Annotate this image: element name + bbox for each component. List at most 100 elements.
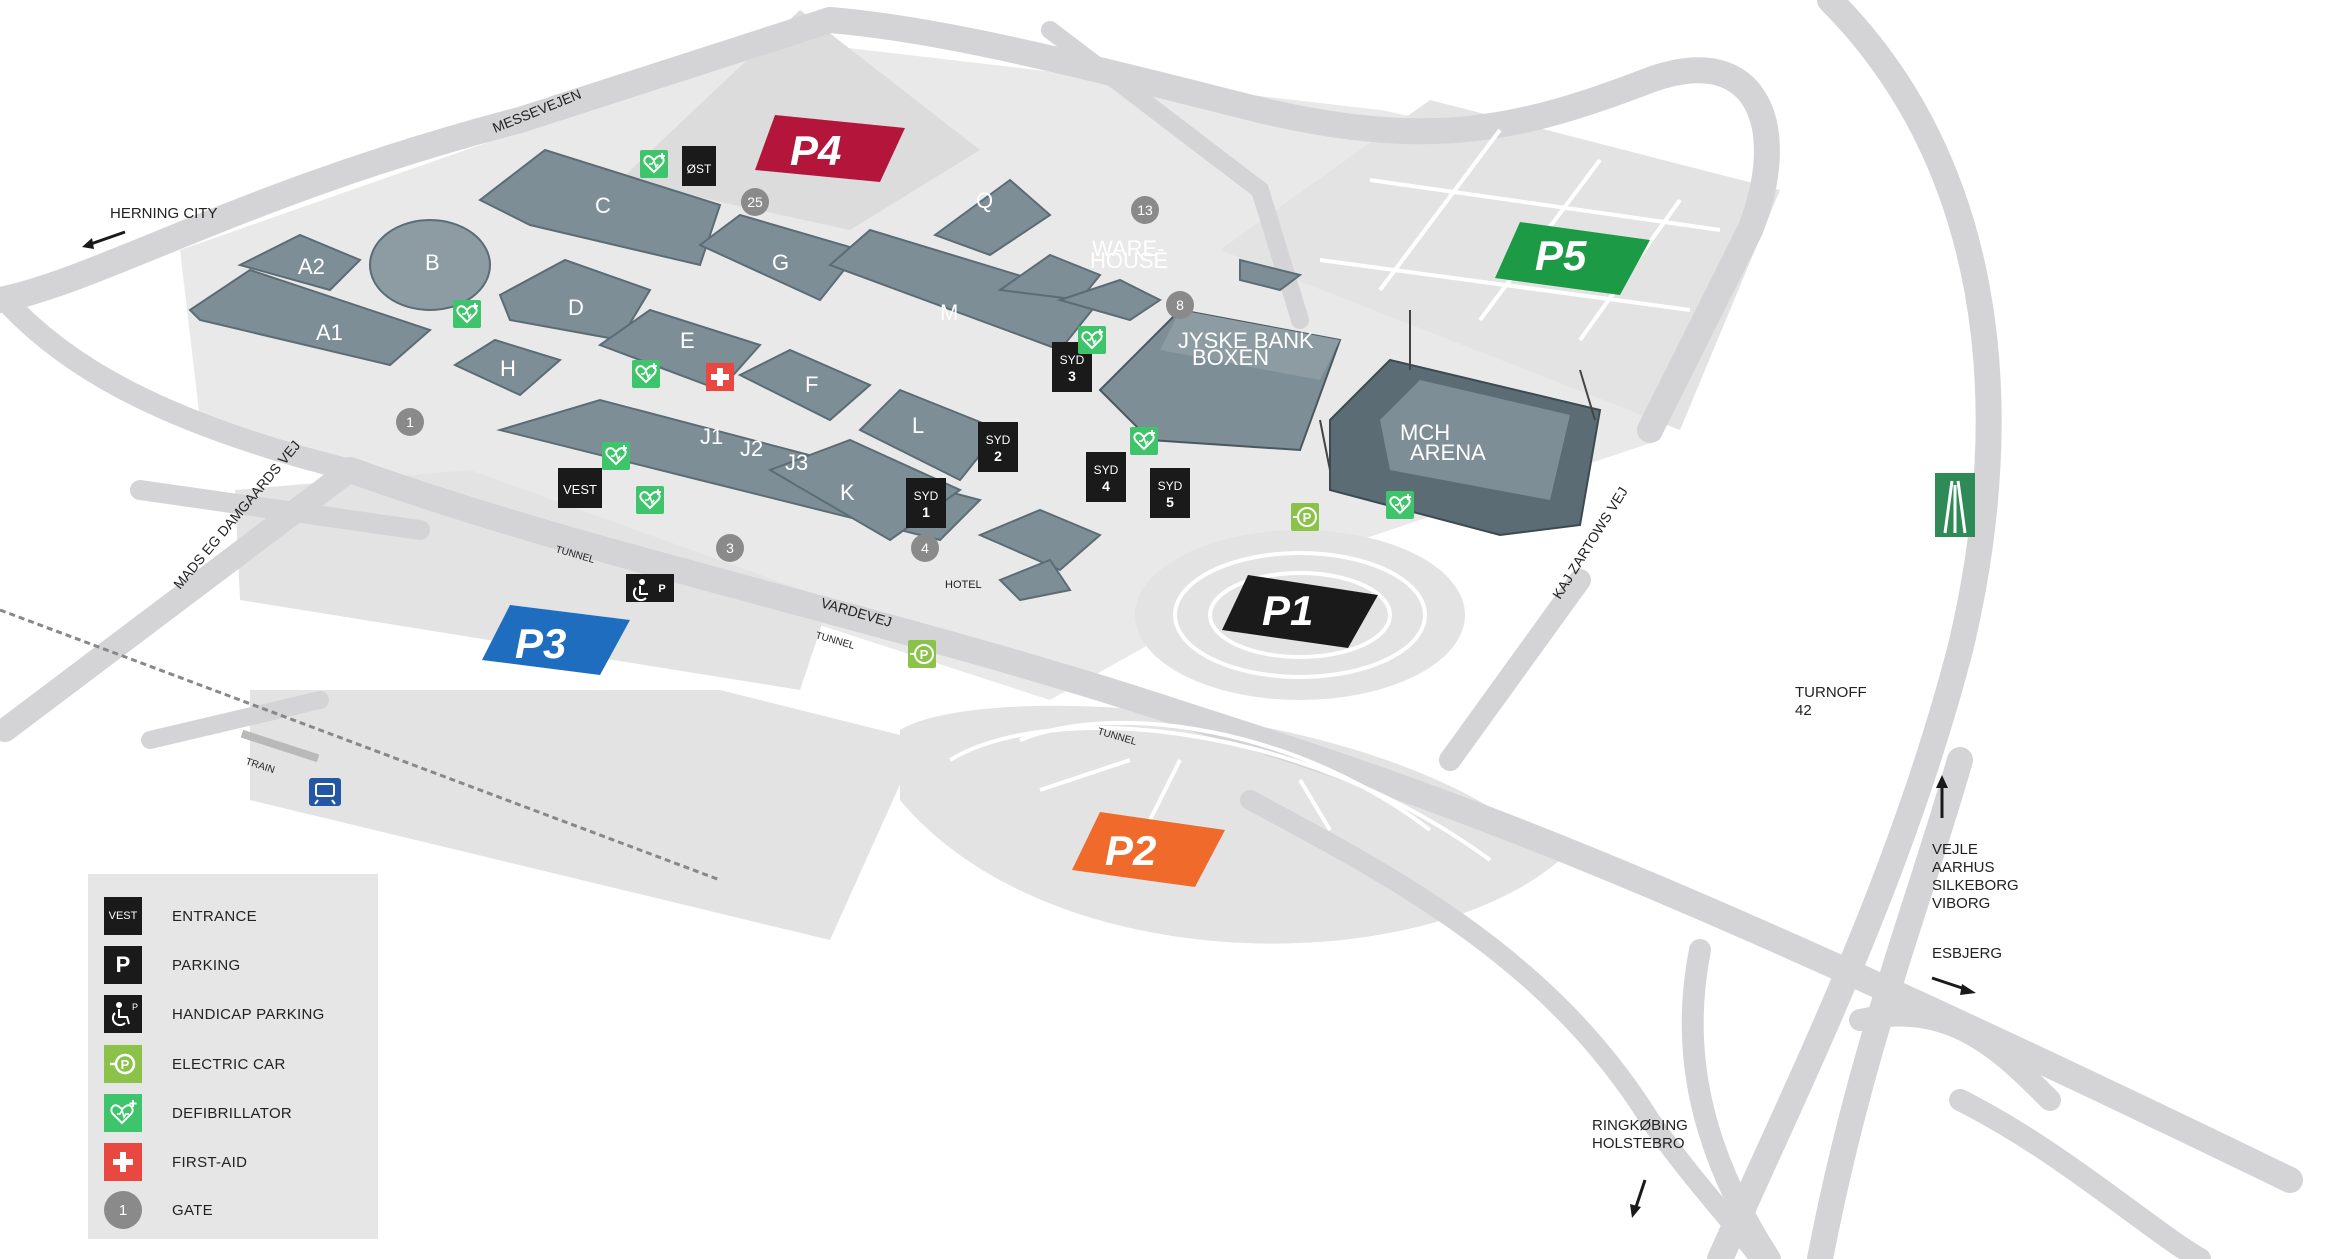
legend-entrance-label: ENTRANCE <box>172 907 257 925</box>
svg-text:P1: P1 <box>1262 587 1313 634</box>
gate-13[interactable]: 13 <box>1131 196 1159 224</box>
hall-d: D <box>568 295 584 320</box>
svg-text:ESBJERG: ESBJERG <box>1932 945 2002 962</box>
gate-25[interactable]: 25 <box>741 188 769 216</box>
entrance-syd-2[interactable]: SYD 2 <box>978 422 1018 472</box>
svg-text:P: P <box>658 583 665 595</box>
parking-legend-icon: P <box>104 946 142 984</box>
hall-k: K <box>840 480 855 505</box>
svg-text:VEST: VEST <box>563 482 597 497</box>
handicap-parking-icon: P <box>104 995 142 1033</box>
defibrillator-icon[interactable] <box>631 359 661 389</box>
legend-handicap: P HANDICAP PARKING <box>104 994 325 1034</box>
direction-ringkobing: RINGKØBING HOLSTEBRO <box>1592 1117 1688 1218</box>
parking-p3[interactable]: P3 <box>482 605 630 675</box>
entrance-syd-3[interactable]: SYD 3 <box>1052 342 1092 392</box>
entrance-vest[interactable]: VEST <box>558 468 602 508</box>
svg-text:5: 5 <box>1166 494 1174 510</box>
hall-h: H <box>500 356 516 381</box>
legend-defibrillator-label: DEFIBRILLATOR <box>172 1104 293 1122</box>
svg-text:SYD: SYD <box>1158 479 1183 493</box>
legend-electric: P ELECTRIC CAR <box>104 1044 286 1084</box>
legend-gate-label: GATE <box>172 1201 213 1219</box>
defibrillator-icon[interactable] <box>639 149 669 179</box>
defibrillator-icon[interactable] <box>601 441 631 471</box>
defibrillator-icon[interactable] <box>1077 325 1107 355</box>
parking-p2[interactable]: P2 <box>1072 812 1225 887</box>
train-station-icon[interactable] <box>309 778 341 806</box>
svg-text:SYD: SYD <box>914 489 939 503</box>
hall-j2: J2 <box>740 436 763 461</box>
entrance-ost[interactable]: ØST <box>682 146 716 186</box>
gate-1[interactable]: 1 <box>396 408 424 436</box>
svg-text:SYD: SYD <box>986 433 1011 447</box>
svg-text:ØST: ØST <box>687 162 712 176</box>
p1-lot-lines <box>1173 551 1427 679</box>
svg-text:2: 2 <box>994 448 1002 464</box>
legend-entrance: VEST ENTRANCE <box>104 896 257 936</box>
svg-text:HOLSTEBRO: HOLSTEBRO <box>1592 1135 1685 1152</box>
first-aid-icon <box>104 1143 142 1181</box>
defibrillator-icon[interactable] <box>1129 426 1159 456</box>
boxen-label-1: JYSKE BANK <box>1178 328 1314 353</box>
parking-p1[interactable]: P1 <box>1222 575 1378 648</box>
arena-label-1: MCH <box>1400 420 1450 445</box>
entrance-syd-4[interactable]: SYD 4 <box>1086 452 1126 502</box>
hall-a2: A2 <box>298 254 325 279</box>
gate-4[interactable]: 4 <box>911 534 939 562</box>
svg-text:SYD: SYD <box>1094 463 1119 477</box>
svg-text:P: P <box>121 1057 130 1072</box>
svg-text:42: 42 <box>1795 702 1812 719</box>
parking-p4[interactable]: P4 <box>755 115 905 182</box>
svg-text:VIBORG: VIBORG <box>1932 895 1990 912</box>
map-legend: VEST ENTRANCE P PARKING P HANDICAP PARKI… <box>88 874 378 1239</box>
defibrillator-icon[interactable] <box>452 299 482 329</box>
railway <box>0 608 721 882</box>
svg-text:3: 3 <box>1068 368 1076 384</box>
hall-q: Q <box>976 188 993 213</box>
jyske-bank-boxen <box>1098 308 1342 452</box>
train-platform <box>240 729 320 763</box>
legend-gate: 1 GATE <box>104 1190 213 1230</box>
first-aid-icon[interactable] <box>706 363 734 391</box>
p2-lot-lines <box>948 720 1492 862</box>
svg-text:P: P <box>132 1002 138 1012</box>
svg-text:AARHUS: AARHUS <box>1932 859 1995 876</box>
entrance-legend-icon: VEST <box>104 897 142 935</box>
defibrillator-icon <box>104 1094 142 1132</box>
electric-car-icon: P <box>104 1045 142 1083</box>
hall-e: E <box>680 328 695 353</box>
svg-text:TURNOFF: TURNOFF <box>1795 684 1867 701</box>
svg-text:4: 4 <box>921 540 929 556</box>
entrance-syd-1[interactable]: SYD 1 <box>906 478 946 528</box>
svg-text:25: 25 <box>747 194 763 210</box>
hall-b: B <box>425 250 440 275</box>
svg-text:SILKEBORG: SILKEBORG <box>1932 877 2019 894</box>
hall-labels: C B A2 A1 D H E G M F J1 J2 J3 K L Q WAR… <box>298 188 1486 591</box>
legend-defibrillator: DEFIBRILLATOR <box>104 1093 292 1133</box>
gate-icon: 1 <box>104 1191 142 1229</box>
entrance-syd-5[interactable]: SYD 5 <box>1150 468 1190 518</box>
defibrillator-icon[interactable] <box>1385 490 1415 520</box>
svg-text:P2: P2 <box>1105 827 1156 874</box>
defibrillator-icon[interactable] <box>635 485 665 515</box>
gate-3[interactable]: 3 <box>716 534 744 562</box>
legend-electric-label: ELECTRIC CAR <box>172 1055 286 1073</box>
gate-8[interactable]: 8 <box>1166 291 1194 319</box>
svg-text:8: 8 <box>1176 297 1184 313</box>
warehouse-label-1: WARE- <box>1092 236 1165 261</box>
legend-first-aid: FIRST-AID <box>104 1142 247 1182</box>
svg-text:SYD: SYD <box>1060 353 1085 367</box>
svg-text:4: 4 <box>1102 478 1110 494</box>
handicap-parking-icon[interactable]: P <box>626 574 674 602</box>
svg-text:1: 1 <box>406 414 414 430</box>
svg-text:P3: P3 <box>515 620 566 667</box>
direction-esbjerg: ESBJERG <box>1931 945 2002 995</box>
legend-first-aid-label: FIRST-AID <box>172 1153 248 1171</box>
electric-car-icon[interactable] <box>1290 502 1320 532</box>
electric-car-icon[interactable] <box>907 639 937 669</box>
hall-j1: J1 <box>700 424 723 449</box>
hall-g: G <box>772 250 789 275</box>
parking-p5[interactable]: P5 <box>1495 222 1650 295</box>
